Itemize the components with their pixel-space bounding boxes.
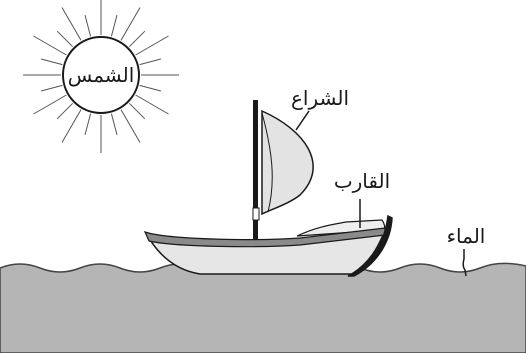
sun-ray	[56, 30, 74, 48]
sun-ray	[84, 14, 92, 37]
water-area	[0, 262, 526, 353]
sun-ray	[40, 58, 63, 66]
sun-ray	[61, 7, 82, 41]
sun-ray	[84, 113, 92, 136]
sun-ray	[128, 30, 146, 48]
sail-pointer-line	[295, 110, 310, 131]
sun-ray	[110, 113, 118, 136]
boat-bow	[347, 214, 393, 277]
sun-ray	[139, 58, 162, 66]
sail-label: الشراع	[291, 86, 349, 110]
sun-icon	[62, 36, 140, 114]
sun-label: الشمس	[68, 63, 135, 87]
boat-mast	[253, 100, 258, 240]
sun-ray	[135, 94, 169, 115]
boat-boom	[252, 207, 260, 221]
sun-ray	[139, 84, 162, 92]
sun-ray	[61, 109, 82, 143]
sun-ray	[33, 94, 67, 115]
sun-ray	[135, 35, 169, 56]
sun-ray	[56, 102, 74, 120]
sun-ray	[120, 7, 141, 41]
water-label: الماء	[447, 224, 486, 248]
sun-ray	[128, 102, 146, 120]
boat-sail	[261, 109, 314, 216]
sun-ray	[120, 109, 141, 143]
boat-label: القارب	[334, 169, 390, 193]
sail-fold-line	[261, 112, 273, 213]
sun-rays	[23, 0, 179, 153]
water-pointer-line	[462, 249, 467, 277]
sun-ray	[110, 14, 118, 37]
sun-ray	[33, 35, 67, 56]
sun-ray	[40, 84, 63, 92]
